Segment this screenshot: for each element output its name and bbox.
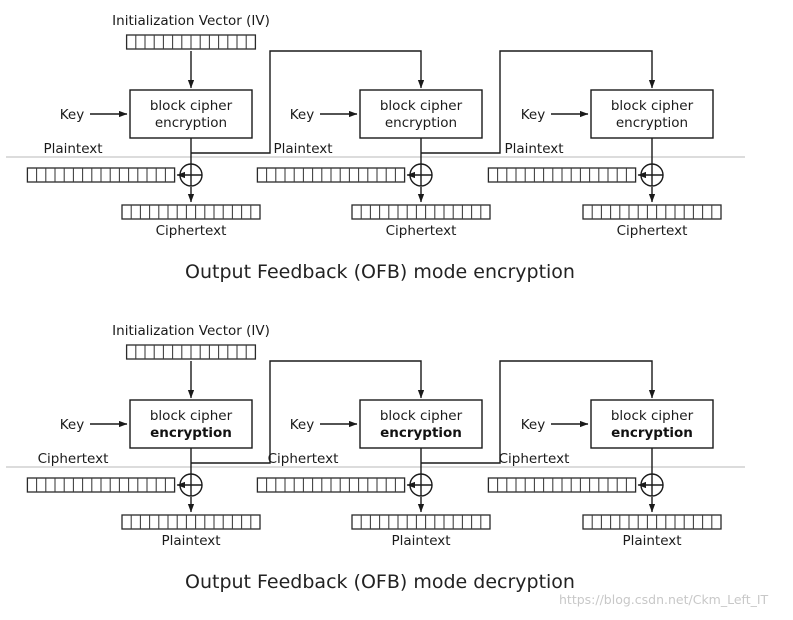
block-cipher-box[interactable] (129, 399, 253, 449)
block-cipher-line1: block cipher (611, 98, 694, 114)
block-cipher-line1: block cipher (150, 98, 233, 114)
xor-operator (179, 473, 203, 497)
key-label: Key (521, 417, 545, 433)
output-label: Plaintext (391, 533, 450, 549)
output-bit-register (121, 204, 261, 220)
input-label: Ciphertext (38, 451, 109, 467)
output-feedback-path (191, 360, 422, 464)
block-cipher-line2: encryption (380, 425, 462, 441)
output-label: Plaintext (161, 533, 220, 549)
input-bit-register (256, 477, 406, 493)
output-bit-register (121, 514, 261, 530)
output-bit-register (351, 204, 491, 220)
output-feedback-path (421, 50, 653, 154)
input-bit-register (256, 167, 406, 183)
bit-register-frame (351, 514, 491, 530)
xor-operator (640, 473, 664, 497)
block-cipher-line2: encryption (150, 425, 232, 441)
block-cipher-box[interactable] (590, 89, 714, 139)
output-feedback-path (191, 50, 422, 154)
watermark-text: https://blog.csdn.net/Ckm_Left_IT (559, 592, 769, 607)
input-label: Ciphertext (499, 451, 570, 467)
xor-operator (179, 163, 203, 187)
panel-title: Output Feedback (OFB) mode encryption (185, 261, 575, 283)
bit-register-frame (351, 204, 491, 220)
output-label: Ciphertext (386, 223, 457, 239)
output-label: Ciphertext (156, 223, 227, 239)
bit-register-frame (582, 514, 722, 530)
key-label: Key (521, 107, 545, 123)
bit-register-frame (121, 204, 261, 220)
input-label: Plaintext (504, 141, 563, 157)
block-cipher-line2: encryption (155, 115, 227, 131)
panel-encryption: Initialization Vector (IV)block cipheren… (6, 13, 745, 283)
output-label: Ciphertext (617, 223, 688, 239)
output-feedback-path (421, 360, 653, 464)
panel-title: Output Feedback (OFB) mode decryption (185, 571, 575, 593)
watermark: https://blog.csdn.net/Ckm_Left_IT (559, 592, 769, 607)
xor-operator (640, 163, 664, 187)
block-cipher-line1: block cipher (380, 98, 463, 114)
block-cipher-line1: block cipher (611, 408, 694, 424)
block-cipher-box[interactable] (129, 89, 253, 139)
input-bit-register (487, 167, 637, 183)
input-bit-register (26, 167, 176, 183)
output-bit-register (582, 514, 722, 530)
xor-operator (409, 163, 433, 187)
output-bit-register (582, 204, 722, 220)
key-label: Key (290, 107, 314, 123)
bit-register-frame (121, 514, 261, 530)
block-cipher-line2: encryption (385, 115, 457, 131)
block-cipher-box[interactable] (359, 89, 483, 139)
input-label: Plaintext (273, 141, 332, 157)
iv-bit-register (125, 34, 257, 50)
block-cipher-line2: encryption (616, 115, 688, 131)
input-label: Ciphertext (268, 451, 339, 467)
bit-register-frame (582, 204, 722, 220)
key-label: Key (290, 417, 314, 433)
iv-bit-register (125, 344, 257, 360)
input-label: Plaintext (43, 141, 102, 157)
block-cipher-box[interactable] (359, 399, 483, 449)
key-label: Key (60, 417, 84, 433)
iv-label: Initialization Vector (IV) (112, 13, 270, 29)
output-bit-register (351, 514, 491, 530)
input-bit-register (26, 477, 176, 493)
block-cipher-line2: encryption (611, 425, 693, 441)
iv-label: Initialization Vector (IV) (112, 323, 270, 339)
panel-decryption: Initialization Vector (IV)block cipheren… (6, 323, 745, 593)
block-cipher-line1: block cipher (380, 408, 463, 424)
output-label: Plaintext (622, 533, 681, 549)
key-label: Key (60, 107, 84, 123)
block-cipher-line1: block cipher (150, 408, 233, 424)
xor-operator (409, 473, 433, 497)
block-cipher-box[interactable] (590, 399, 714, 449)
input-bit-register (487, 477, 637, 493)
